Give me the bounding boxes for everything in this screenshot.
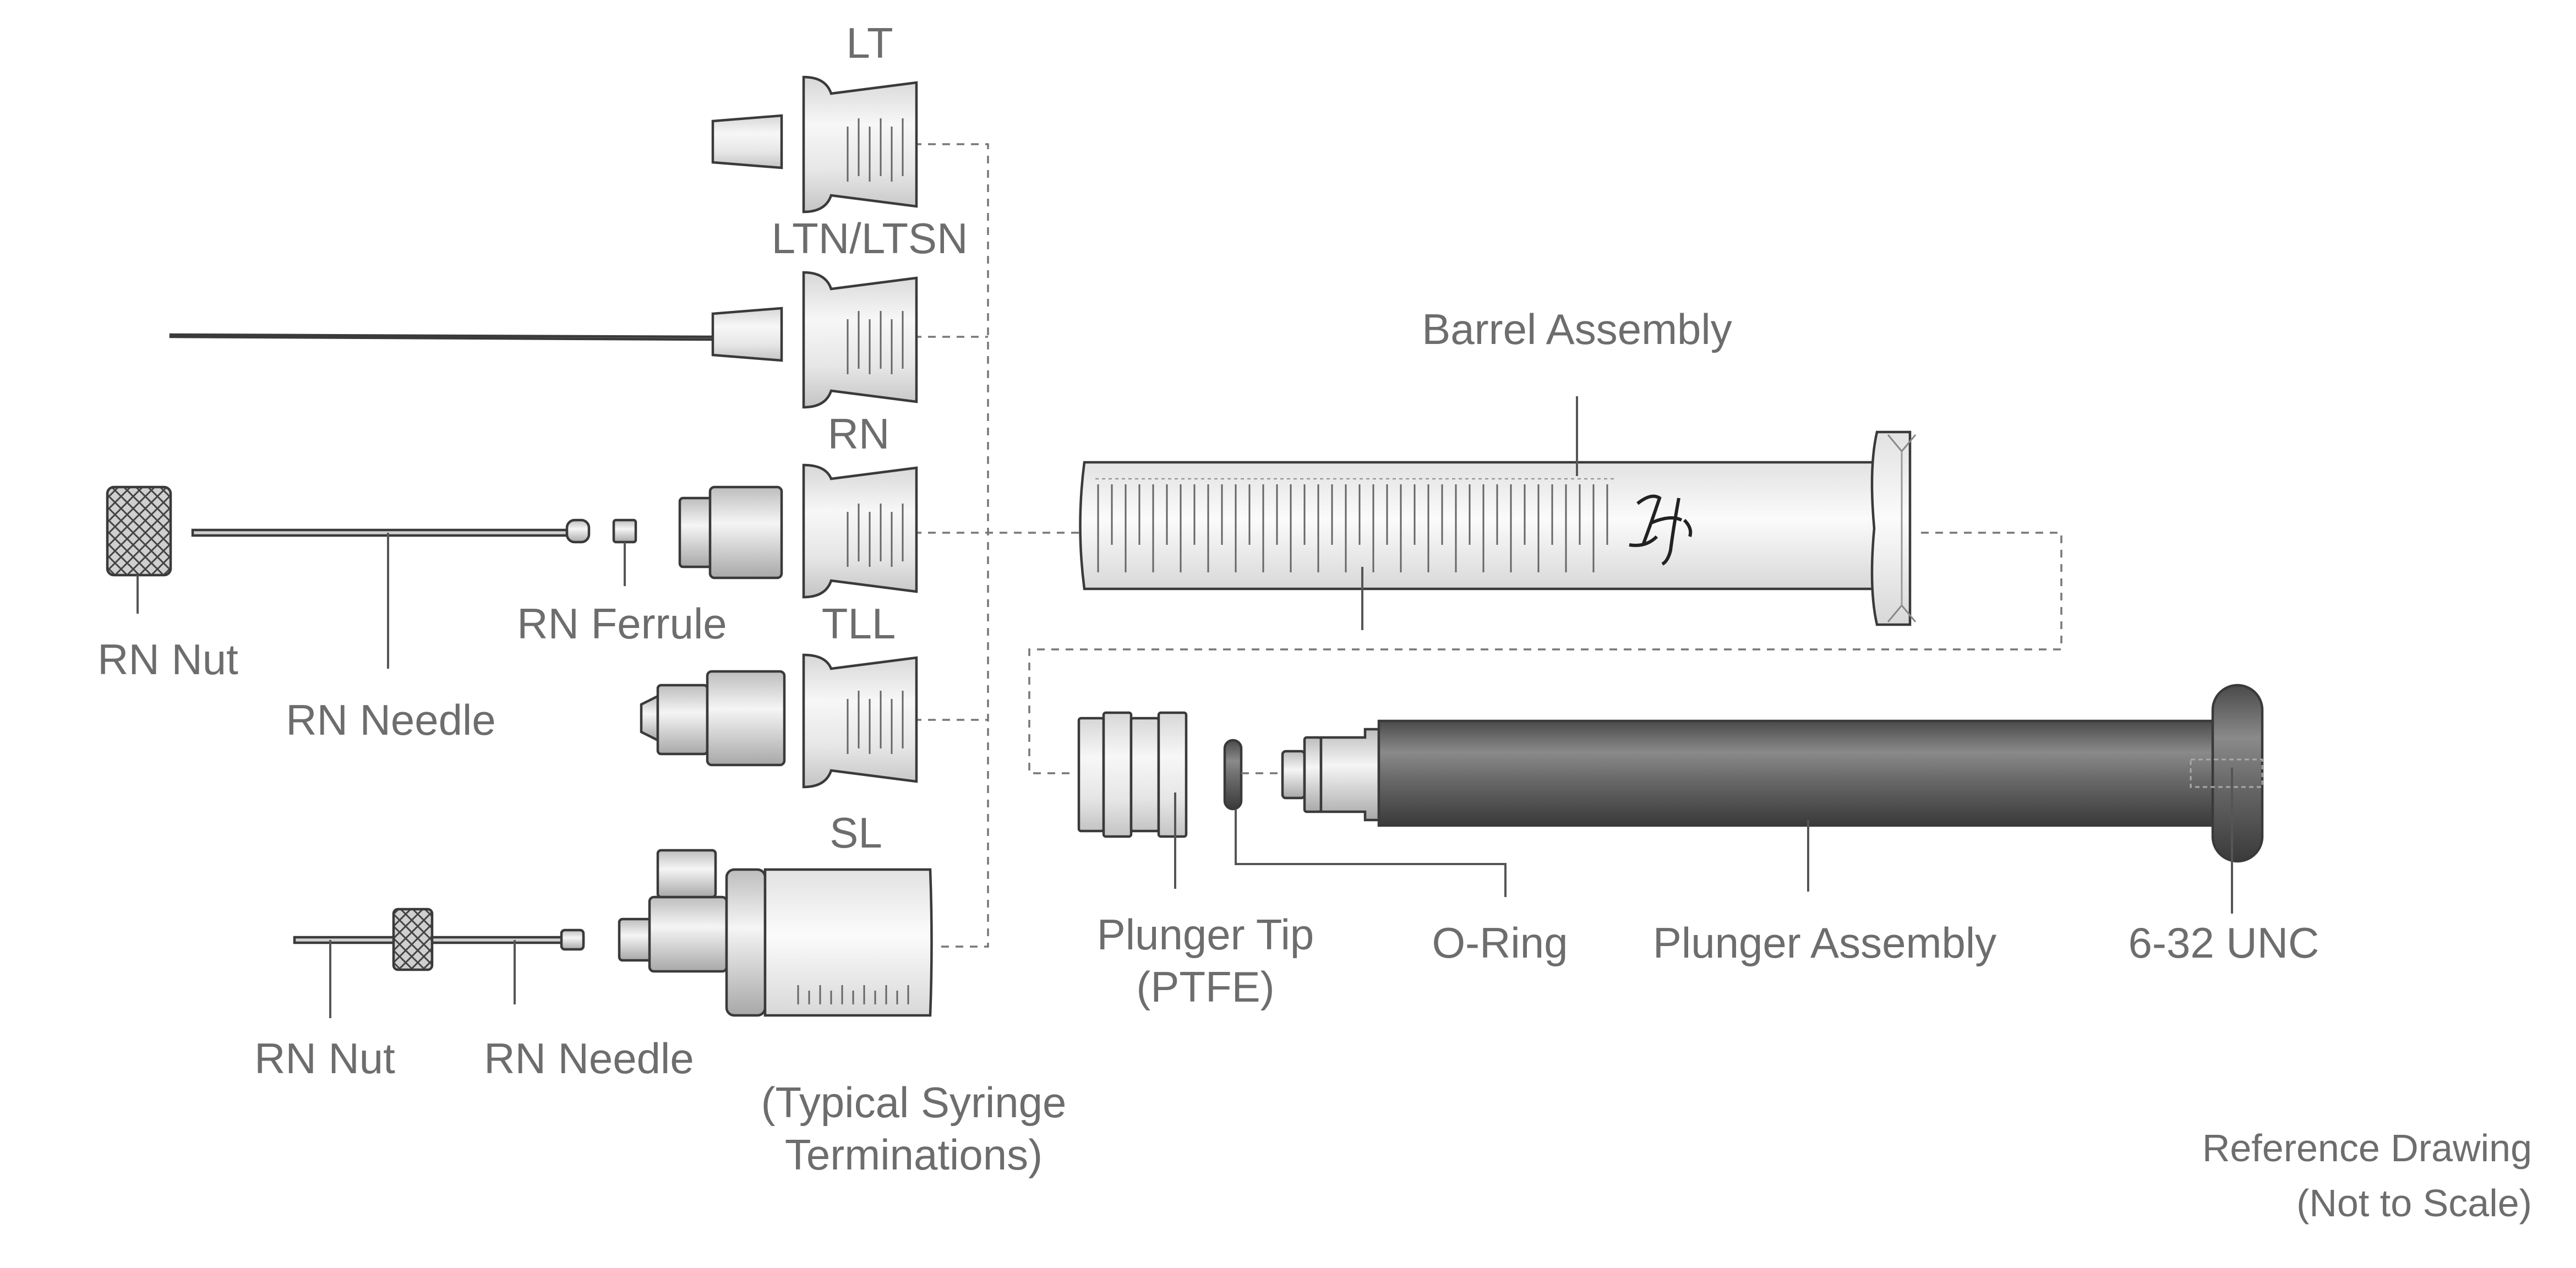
barrel-assembly [1079, 430, 1917, 626]
hamilton-logo [1629, 494, 1693, 566]
sl-graduations [797, 985, 909, 1004]
rn-label: RN [828, 409, 890, 458]
rn-graduations [847, 504, 904, 567]
rn-nut-part-2 [392, 908, 434, 971]
tll-fitting [640, 653, 918, 789]
reference-note-line2: (Not to Scale) [2296, 1182, 2532, 1225]
rn-ferrule-part [612, 518, 637, 544]
ltn-graduations [847, 311, 904, 374]
unc-label: 6-32 UNC [2129, 919, 2320, 967]
sl-fitting [293, 849, 933, 1017]
rn-needle-label-1: RN Needle [286, 696, 496, 744]
rn-ferrule-label: RN Ferrule [517, 599, 727, 648]
connector-lines [914, 143, 2062, 948]
ltn-fitting [169, 271, 918, 409]
rn-nut-label-2: RN Nut [254, 1034, 395, 1083]
plunger-tip [1077, 711, 1188, 838]
reference-note-line1: Reference Drawing [2202, 1127, 2532, 1169]
tll-graduations [847, 691, 904, 754]
plunger-assembly [1241, 684, 2264, 863]
lt-graduations [847, 118, 904, 182]
plunger-tip-label-line1: Plunger Tip [1097, 910, 1314, 959]
lt-label: LT [846, 19, 893, 67]
lt-fitting [711, 75, 918, 214]
rn-nut-label-1: RN Nut [97, 635, 238, 684]
o-ring-label: O-Ring [1432, 919, 1568, 967]
rn-needle-label-2: RN Needle [484, 1034, 694, 1083]
tll-label: TLL [822, 599, 896, 648]
barrel-assembly-label: Barrel Assembly [1422, 305, 1732, 353]
plunger-tip-label-line2: (PTFE) [1136, 963, 1274, 1011]
rn-fitting [106, 463, 918, 599]
rn-nut-part [106, 485, 172, 577]
o-ring-part [1223, 739, 1243, 811]
sl-label: SL [829, 808, 882, 857]
typical-caption-line1: (Typical Syringe [761, 1078, 1067, 1127]
ltn-label: LTN/LTSN [772, 214, 968, 263]
typical-caption-line2: Terminations) [785, 1130, 1043, 1179]
barrel-graduations [1097, 484, 1608, 572]
plunger-assembly-label: Plunger Assembly [1653, 919, 1996, 967]
